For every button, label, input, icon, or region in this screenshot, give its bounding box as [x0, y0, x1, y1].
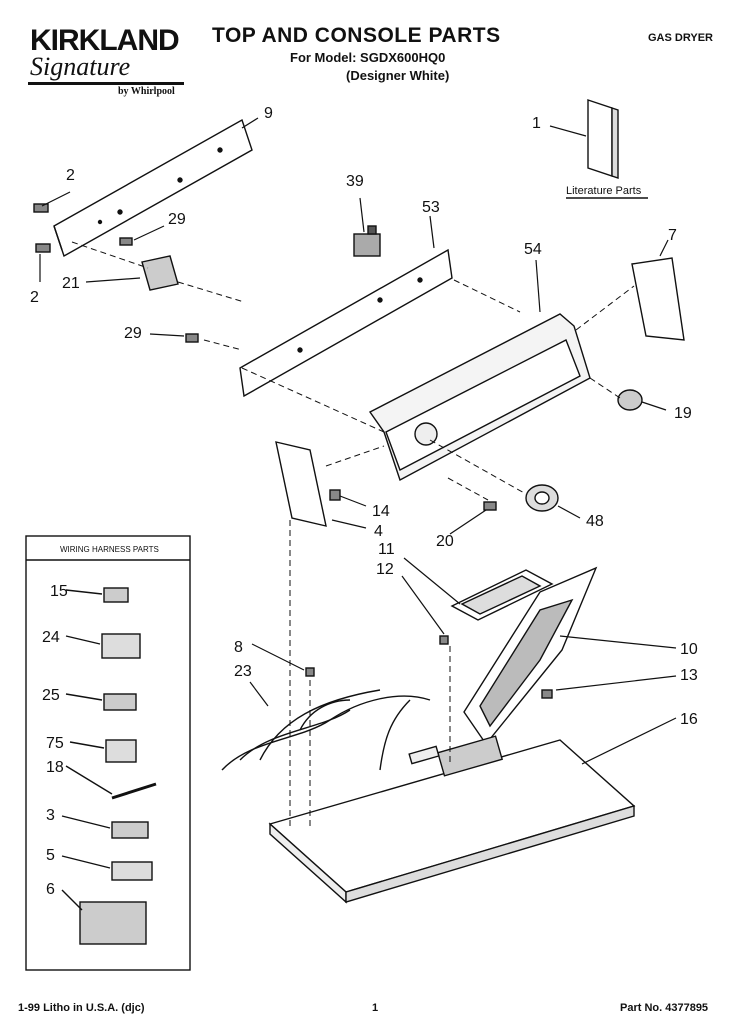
footer-litho: 1-99 Litho in U.S.A. (djc)	[18, 1002, 145, 1014]
callout-7: 7	[668, 227, 677, 244]
brand-rule	[28, 82, 184, 85]
harness-callout-3: 3	[46, 807, 55, 824]
screw-29-lower	[185, 333, 199, 343]
callout-10: 10	[680, 641, 698, 658]
product-type: GAS DRYER	[648, 32, 713, 44]
leader-lines	[71, 241, 635, 828]
control-housing-11	[450, 569, 554, 621]
screw-13	[541, 689, 553, 699]
timer-bracket-21	[141, 255, 179, 291]
screw-29-upper	[119, 237, 133, 246]
callout-12: 12	[376, 561, 394, 578]
callout-20: 20	[436, 533, 454, 550]
callout-1: 1	[532, 115, 541, 132]
callout-arrows	[39, 117, 677, 765]
dryer-top-16	[268, 735, 636, 904]
callout-19: 19	[674, 405, 692, 422]
harness-part-6	[79, 901, 147, 945]
wiring-harness-23	[221, 689, 431, 771]
console-54	[368, 313, 591, 482]
clip-14	[329, 489, 341, 501]
harness-part-15	[103, 587, 129, 603]
brand-signature: Signature	[30, 52, 131, 81]
switch-39	[353, 225, 381, 257]
footer-part-number: Part No. 4377895	[620, 1002, 709, 1014]
harness-callout-5: 5	[46, 847, 55, 864]
callout-11: 11	[378, 541, 395, 558]
callout-2-top: 2	[66, 167, 75, 184]
side-panel-4	[275, 441, 327, 527]
callout-53: 53	[422, 199, 440, 216]
harness-part-75	[105, 739, 137, 763]
callout-9: 9	[264, 105, 273, 122]
clip-12	[439, 635, 449, 645]
harness-callout-18: 18	[46, 759, 64, 776]
harness-part-5	[111, 861, 153, 881]
knob-48	[525, 484, 559, 512]
harness-part-25	[103, 693, 137, 711]
harness-callout-15: 15	[50, 583, 68, 600]
footer-page-number: 1	[372, 1002, 379, 1014]
color-line: (Designer White)	[346, 68, 450, 83]
screw-20	[483, 501, 497, 511]
page-title: TOP AND CONSOLE PARTS	[212, 24, 501, 47]
toe-panel-10	[463, 566, 598, 746]
callout-21: 21	[62, 275, 80, 292]
console-frame-53	[239, 248, 453, 398]
callout-23: 23	[234, 663, 252, 680]
harness-callout-24: 24	[42, 629, 60, 646]
callout-16: 16	[680, 711, 698, 728]
literature-booklet	[566, 99, 648, 199]
brand-by-whirlpool: by Whirlpool	[118, 86, 175, 97]
callout-54: 54	[524, 241, 542, 258]
callout-2-bottom: 2	[30, 289, 39, 306]
screw-2-top	[33, 203, 49, 213]
clip-8	[305, 667, 315, 677]
knob-19	[617, 389, 643, 411]
literature-label: Literature Parts	[566, 185, 642, 197]
model-line: For Model: SGDX600HQ0	[290, 50, 446, 65]
console-back-panel	[53, 118, 253, 258]
harness-callout-75: 75	[46, 735, 64, 752]
harness-part-3	[111, 821, 149, 839]
harness-callout-6: 6	[46, 881, 55, 898]
harness-part-24	[101, 633, 141, 659]
harness-callout-25: 25	[42, 687, 60, 704]
callout-8: 8	[234, 639, 243, 656]
screw-2-bottom	[35, 243, 51, 253]
harness-box-title: WIRING HARNESS PARTS	[60, 545, 159, 554]
callout-14: 14	[372, 503, 390, 520]
brand-wordmark: KIRKLAND	[30, 24, 180, 57]
callout-13: 13	[680, 667, 698, 684]
callout-29-lower: 29	[124, 325, 142, 342]
callout-29-upper: 29	[168, 211, 186, 228]
harness-part-18	[111, 782, 157, 800]
callout-39: 39	[346, 173, 364, 190]
callout-48: 48	[586, 513, 604, 530]
end-cap-7	[631, 257, 685, 341]
wiring-harness-box	[25, 535, 191, 971]
callout-4: 4	[374, 523, 383, 540]
